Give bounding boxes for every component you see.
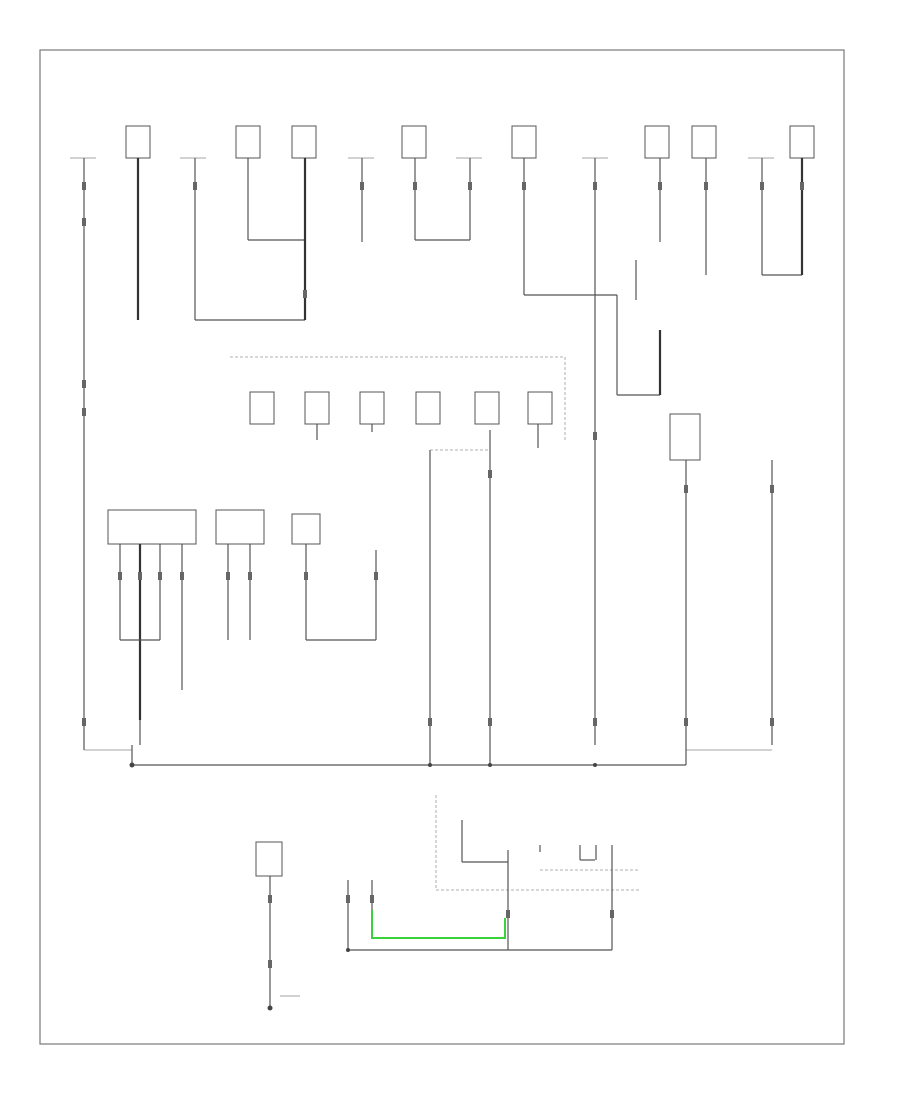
- bottom-component-1: [255, 841, 283, 877]
- bottom-splice: [346, 948, 350, 952]
- connector-mark: [82, 182, 86, 190]
- bottom-section: [255, 795, 640, 1011]
- ground-bus: [83, 745, 772, 768]
- connector-mark: [468, 182, 472, 190]
- ground-node-bottom: [267, 1005, 273, 1011]
- connector-mark: [291, 125, 317, 159]
- middle-component-group: [230, 356, 566, 765]
- connector-mark: [248, 572, 252, 580]
- module-box-2: [215, 509, 265, 545]
- module-box-large: [107, 509, 197, 545]
- connector-mark: [428, 718, 432, 726]
- top-component-11: [644, 125, 670, 159]
- top-component-14: [789, 125, 815, 159]
- connector-mark: [593, 718, 597, 726]
- connector-mark: [770, 718, 774, 726]
- connector-mark: [158, 572, 162, 580]
- bus-junction-2: [488, 763, 492, 767]
- connector-mark: [658, 182, 662, 190]
- top-component-9: [511, 125, 537, 159]
- connector-mark: [593, 182, 597, 190]
- connector-mark: [118, 572, 122, 580]
- connector-mark: [82, 218, 86, 226]
- diagram-frame: [39, 49, 845, 1045]
- connector-mark: [303, 290, 307, 298]
- connector-mark: [401, 125, 427, 159]
- connector-mark: [800, 182, 804, 190]
- connector-mark: [704, 182, 708, 190]
- connector-mark: [138, 572, 142, 580]
- right-component-1: [669, 413, 701, 461]
- top-component-5: [291, 125, 317, 159]
- module-box-3: [291, 513, 321, 545]
- connector-mark: [304, 572, 308, 580]
- mid-component-1: [249, 391, 275, 425]
- mid-component-6: [527, 391, 553, 425]
- connector-markers: [82, 182, 804, 968]
- mid-component-5: [474, 391, 500, 425]
- connector-mark: [370, 895, 374, 903]
- connector-mark: [760, 182, 764, 190]
- connector-mark: [684, 718, 688, 726]
- top-component-row: [70, 125, 815, 159]
- connector-mark: [488, 718, 492, 726]
- connector-mark: [193, 182, 197, 190]
- mid-component-4: [415, 391, 441, 425]
- connector-mark: [360, 182, 364, 190]
- connector-mark: [82, 408, 86, 416]
- lower-left-cluster: [107, 509, 377, 745]
- connector-mark: [511, 125, 537, 159]
- mid-component-2: [304, 391, 330, 425]
- bus-junction-1: [428, 763, 432, 767]
- connector-mark: [691, 125, 717, 159]
- connector-mark: [346, 895, 350, 903]
- connector-mark: [82, 380, 86, 388]
- connector-mark: [684, 485, 688, 493]
- connector-mark: [488, 470, 492, 478]
- connector-mark: [268, 895, 272, 903]
- connector-mark: [125, 125, 151, 159]
- mid-component-3: [359, 391, 385, 425]
- top-component-12: [691, 125, 717, 159]
- highlighted-wire: [371, 910, 506, 939]
- connector-mark: [789, 125, 815, 159]
- bus-junction-3: [593, 763, 597, 767]
- connector-mark: [235, 125, 261, 159]
- connector-mark: [770, 485, 774, 493]
- connector-mark: [593, 432, 597, 440]
- connector-mark: [268, 960, 272, 968]
- connector-mark: [644, 125, 670, 159]
- connector-mark: [506, 910, 510, 918]
- connector-mark: [413, 182, 417, 190]
- ground-node-main: [129, 762, 135, 768]
- connector-mark: [374, 572, 378, 580]
- connector-mark: [226, 572, 230, 580]
- connector-mark: [610, 910, 614, 918]
- connector-mark: [82, 718, 86, 726]
- top-component-2: [125, 125, 151, 159]
- top-component-4: [235, 125, 261, 159]
- right-side-component: [669, 413, 773, 745]
- connector-mark: [522, 182, 526, 190]
- connector-mark: [180, 572, 184, 580]
- top-component-7: [401, 125, 427, 159]
